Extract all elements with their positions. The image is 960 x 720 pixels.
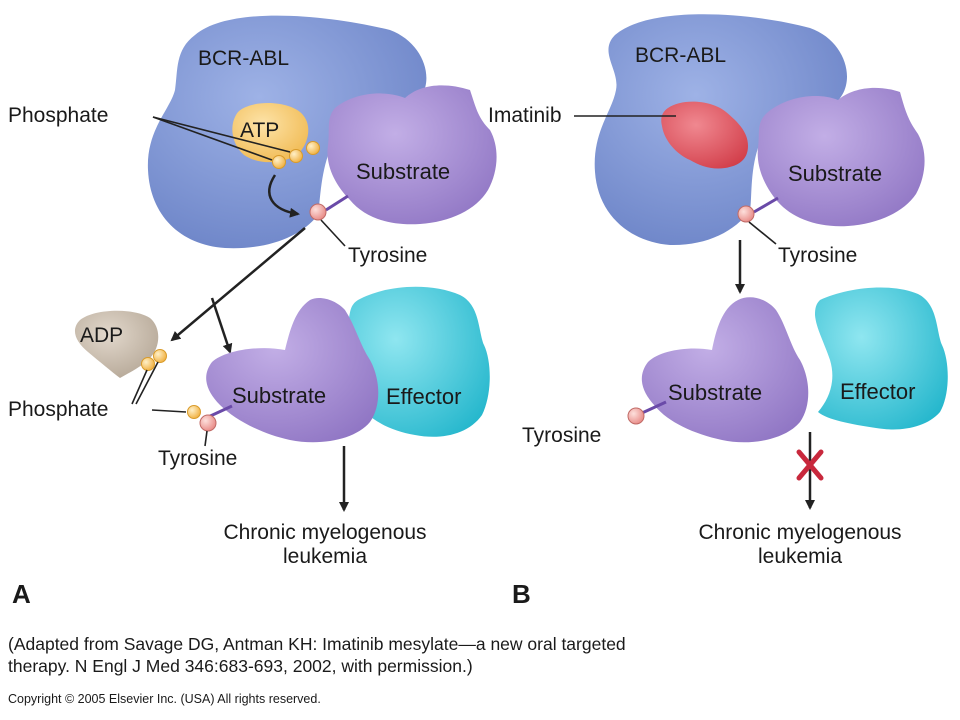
outcome-line1-b: Chronic myelogenous <box>698 521 901 544</box>
substrate-top-a <box>327 85 497 225</box>
arrow-to-substrate <box>210 297 233 354</box>
tyrosine-bottom-a <box>199 414 217 432</box>
tyrosine-top-a <box>309 203 327 221</box>
tyrosine-top-b <box>737 205 755 223</box>
outcome-line2-a: leukemia <box>283 545 367 568</box>
phosphate-leader-4 <box>135 361 159 405</box>
substrate-top-b <box>757 87 925 227</box>
substrate-bottom-a <box>206 298 379 443</box>
tyrosine-bottom-label-a: Tyrosine <box>158 447 237 470</box>
phosphate-bottom-label: Phosphate <box>8 398 108 421</box>
tyrosine-leader-top-b <box>748 221 777 245</box>
tyrosine-bottom-b <box>627 407 645 425</box>
atp-label: ATP <box>240 119 279 142</box>
blocked-x-icon <box>796 449 824 481</box>
phosphate-leader-5 <box>151 409 187 413</box>
citation-line-2: therapy. N Engl J Med 346:683-693, 2002,… <box>8 656 473 676</box>
adp-molecule <box>74 310 159 378</box>
effector-bottom-b <box>815 287 948 430</box>
substrate-bottom-b <box>641 297 809 443</box>
outcome-line2-b: leukemia <box>758 545 842 568</box>
phosphate-transfer-arrow <box>268 174 300 218</box>
adp-phosphate-2 <box>153 349 167 363</box>
phosphate-leader-3 <box>131 369 148 405</box>
copyright-notice: Copyright © 2005 Elsevier Inc. (USA) All… <box>8 692 321 706</box>
effector-bottom-a <box>345 286 490 437</box>
adp-phosphate-1 <box>141 357 155 371</box>
tyrosine-leader-bottom-a <box>204 430 208 447</box>
substrate-bottom-label-b: Substrate <box>668 380 762 405</box>
phosphate-bead-3 <box>306 141 320 155</box>
tyrosine-top-label-a: Tyrosine <box>348 244 427 267</box>
tyrosine-link-top-a <box>325 194 349 212</box>
phosphate-bead-1 <box>272 155 286 169</box>
adp-label: ADP <box>80 324 123 347</box>
bcr-abl-label-b: BCR-ABL <box>635 44 726 67</box>
effector-label-b: Effector <box>840 379 915 404</box>
panel-b: BCR-ABL Imatinib Substrate Tyrosine Effe… <box>488 14 948 609</box>
panel-b-letter: B <box>512 579 531 609</box>
panel-a: BCR-ABL Substrate ATP Phosphate Tyrosine… <box>8 15 497 609</box>
attached-phosphate <box>187 405 201 419</box>
substrate-top-label-b: Substrate <box>788 161 882 186</box>
tyrosine-link-bottom-b <box>641 400 667 415</box>
phosphate-leader-1 <box>152 116 273 161</box>
tyrosine-top-label-b: Tyrosine <box>778 244 857 267</box>
imatinib-label: Imatinib <box>488 104 562 127</box>
imatinib-molecule <box>661 101 748 169</box>
citation-line-1: (Adapted from Savage DG, Antman KH: Imat… <box>8 634 626 654</box>
substrate-top-label-a: Substrate <box>356 159 450 184</box>
phosphate-leader-2 <box>152 116 291 153</box>
phosphate-bead-2 <box>289 149 303 163</box>
atp-molecule <box>232 103 309 163</box>
arrow-to-adp <box>170 227 306 342</box>
substrate-bottom-label-a: Substrate <box>232 383 326 408</box>
phosphate-top-label: Phosphate <box>8 104 108 127</box>
outcome-line1-a: Chronic myelogenous <box>223 521 426 544</box>
tyrosine-bottom-label-b: Tyrosine <box>522 424 601 447</box>
tyrosine-link-top-b <box>753 196 779 214</box>
effector-label-a: Effector <box>386 384 461 409</box>
tyrosine-leader-top-a <box>320 219 346 247</box>
panel-a-letter: A <box>12 579 31 609</box>
bcr-abl-label-a: BCR-ABL <box>198 47 289 70</box>
